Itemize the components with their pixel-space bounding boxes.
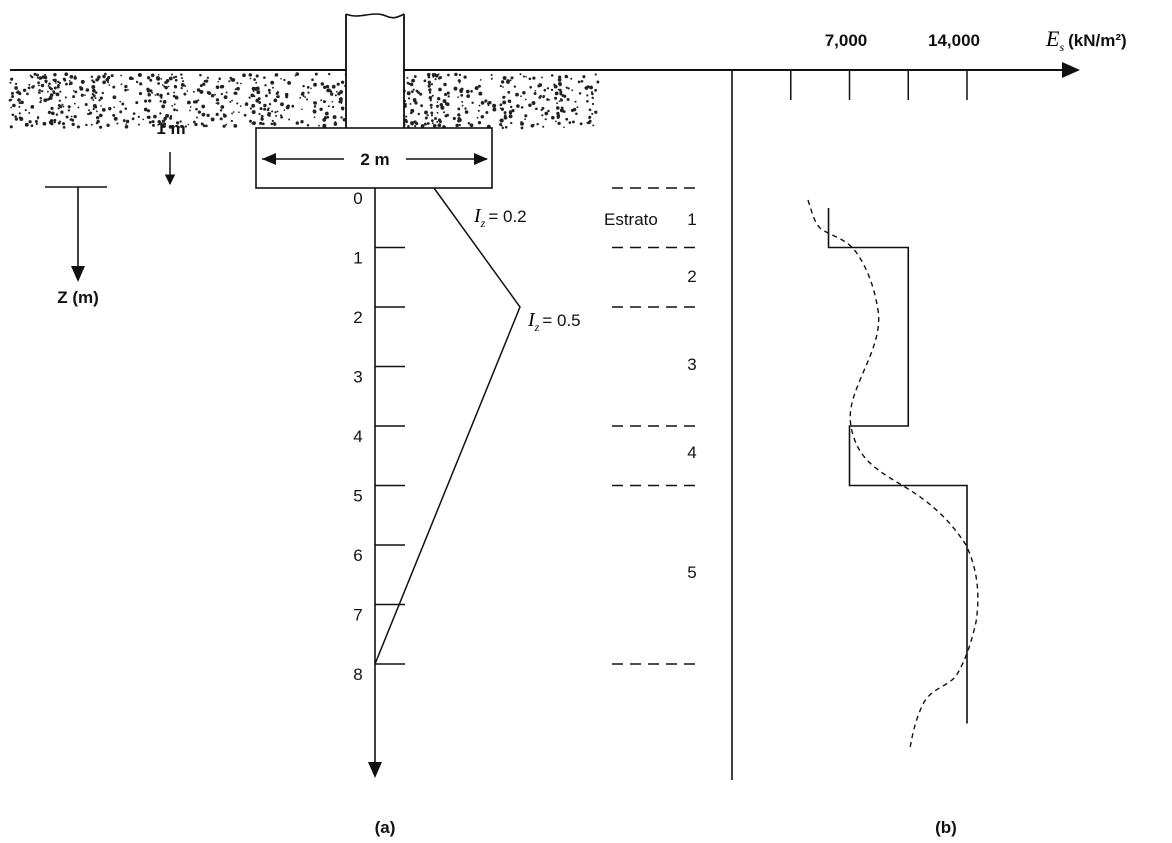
- modulus-measured-curve: [807, 199, 979, 749]
- z-axis-label: Z (m): [57, 288, 99, 307]
- footing-slab: [255, 127, 493, 189]
- modulus-step-profile: [827, 208, 968, 724]
- iz-label-top: Iz= 0.2: [473, 205, 527, 230]
- depth-tick-label: 3: [353, 368, 362, 387]
- depth-tick-label: 7: [353, 606, 362, 625]
- modulus-axis-arrow: [1062, 62, 1080, 78]
- depth-tick-label: 0: [353, 189, 362, 208]
- depth-tick-label: 5: [353, 487, 362, 506]
- footing-width-label: 2 m: [360, 150, 389, 169]
- depth-tick-label: 6: [353, 546, 362, 565]
- depth-tick-label: 2: [353, 308, 362, 327]
- soil-texture: [8, 72, 600, 130]
- depth-tick-group: 0 1 2 3 4 5 6 7 8: [353, 189, 405, 684]
- layer-word: Estrato: [604, 210, 658, 229]
- layer-number-5: 5: [687, 563, 696, 582]
- modulus-tick-group: [790, 70, 968, 100]
- iz-label-peak: Iz= 0.5: [527, 309, 581, 334]
- caption-b: (b): [935, 818, 957, 837]
- depth-tick-label: 8: [353, 665, 362, 684]
- layer-number-4: 4: [687, 443, 696, 462]
- layer-boundaries: [612, 187, 700, 665]
- depth-tick-label: 1: [353, 249, 362, 268]
- modulus-tick-14000: 14,000: [928, 31, 980, 50]
- layer-number-1: 1: [687, 210, 696, 229]
- caption-a: (a): [375, 818, 396, 837]
- depth-tick-label: 4: [353, 427, 362, 446]
- footing-depth-label: 1 m: [156, 119, 185, 138]
- modulus-tick-7000: 7,000: [825, 31, 868, 50]
- layer-number-2: 2: [687, 267, 696, 286]
- modulus-axis-title: Es(kN/m²): [1045, 26, 1127, 54]
- layer-number-3: 3: [687, 355, 696, 374]
- strain-influence-line: [374, 187, 521, 665]
